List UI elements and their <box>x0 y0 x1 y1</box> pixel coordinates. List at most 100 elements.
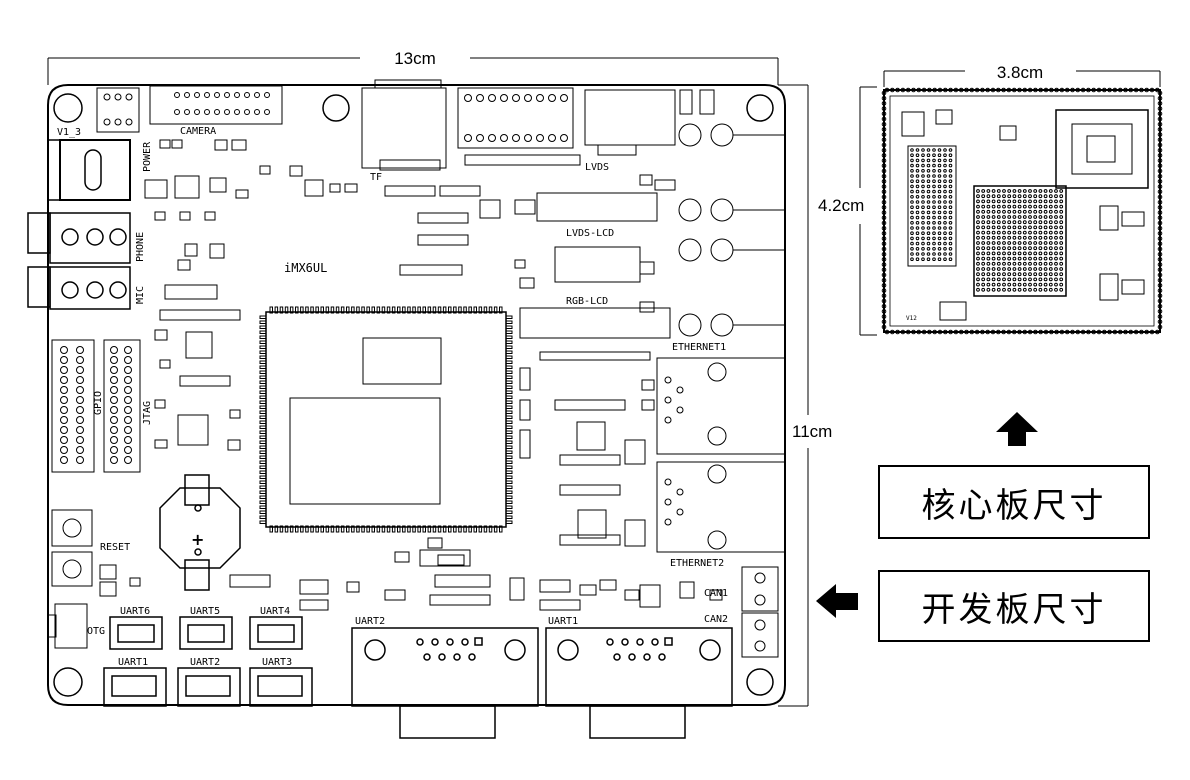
arrow-up-icon <box>996 412 1038 446</box>
smd-part <box>417 234 469 246</box>
smd-part <box>154 329 168 341</box>
can2-label: CAN2 <box>704 614 728 625</box>
tf-label: TF <box>370 172 382 183</box>
power-header <box>96 87 140 133</box>
smd-part <box>379 159 441 171</box>
core-width-label: 3.8cm <box>997 63 1043 82</box>
smd-components <box>99 89 723 611</box>
reset-label: RESET <box>100 542 130 553</box>
smd-part <box>174 175 200 199</box>
otg-label: OTG <box>87 626 105 637</box>
db9-uart2-label: UART2 <box>355 616 385 627</box>
smd-part <box>384 185 436 197</box>
smd-part <box>229 574 271 588</box>
smd-part <box>399 264 463 276</box>
smd-part <box>559 454 621 466</box>
ethernet1-magnetics <box>678 123 785 337</box>
smd-part <box>579 584 597 596</box>
smd-part <box>624 589 640 601</box>
smd-part <box>427 537 443 549</box>
smd-part <box>479 199 501 219</box>
uart-connectors <box>103 616 313 707</box>
phone-label: PHONE <box>135 232 146 262</box>
smd-part <box>519 367 531 391</box>
smd-part <box>654 179 676 191</box>
smd-part <box>159 139 171 149</box>
smd-part <box>519 277 535 289</box>
smd-part <box>519 429 531 459</box>
smd-part <box>394 551 410 563</box>
core-dimension-lines <box>859 70 1161 336</box>
uart5-label: UART5 <box>190 606 220 617</box>
mic-label: MIC <box>135 286 146 304</box>
db9-uart1-label: UART1 <box>548 616 578 627</box>
gpio-header <box>51 339 95 473</box>
smd-part <box>159 309 241 321</box>
mounting-holes <box>53 93 774 697</box>
rj45-jack-1 <box>656 357 786 455</box>
smd-part <box>539 579 571 593</box>
uart3-label: UART3 <box>262 657 292 668</box>
lvds-connector <box>584 89 676 156</box>
smd-part <box>539 599 581 611</box>
smd-part <box>179 375 231 387</box>
smd-part <box>624 519 646 547</box>
smd-part <box>154 439 168 449</box>
smd-part <box>554 399 626 411</box>
smd-part <box>159 359 171 369</box>
lvds-lcd-label: LVDS-LCD <box>566 228 614 239</box>
smd-part <box>99 581 117 597</box>
camera-connector <box>149 85 283 125</box>
smd-part <box>641 379 655 391</box>
mic-jack <box>27 266 131 310</box>
battery-plus-sign: + <box>191 530 204 549</box>
smd-part <box>599 579 617 591</box>
phone-jack <box>27 212 131 264</box>
smd-part <box>624 439 646 465</box>
smd-part <box>434 574 491 588</box>
smd-part <box>429 594 491 606</box>
rgb-lcd-label: RGB-LCD <box>566 296 608 307</box>
phy-chips <box>177 331 607 539</box>
smd-part <box>209 243 225 259</box>
cpu-label: iMX6UL <box>284 261 327 275</box>
smd-part <box>204 211 216 221</box>
v13-label: V1_3 <box>57 127 81 138</box>
uart2-label: UART2 <box>190 657 220 668</box>
arrow-left-icon <box>816 584 858 618</box>
tf-slot <box>361 79 447 169</box>
smd-part <box>509 577 525 601</box>
smd-part <box>679 89 693 115</box>
reset-button <box>51 509 93 587</box>
dev-board-outline <box>47 84 786 706</box>
smd-part <box>235 189 249 199</box>
smd-part <box>329 183 341 193</box>
smd-part <box>539 351 651 361</box>
rgb-lcd-connector <box>519 307 671 339</box>
smd-part <box>259 165 271 175</box>
smd-part <box>639 301 655 313</box>
smd-part <box>144 179 168 199</box>
smd-part <box>214 139 228 151</box>
jtag-header <box>103 339 141 473</box>
smd-part <box>384 589 406 601</box>
core-board <box>881 87 1163 335</box>
smd-part <box>179 211 191 221</box>
cpu-chip <box>259 306 513 533</box>
jtag-label: JTAG <box>142 401 153 425</box>
power-label: POWER <box>142 141 153 172</box>
smd-part <box>209 177 227 193</box>
smd-part <box>129 577 141 587</box>
smd-part <box>439 185 481 197</box>
rj45-jack-2 <box>656 461 786 553</box>
smd-part <box>419 549 471 567</box>
lvds-label: LVDS <box>585 162 609 173</box>
gpio-label: GPIO <box>93 391 104 415</box>
smd-part <box>639 174 653 186</box>
smd-part <box>641 399 655 411</box>
smd-part <box>559 534 621 546</box>
smd-part <box>231 139 247 151</box>
can-terminals <box>741 566 779 658</box>
smd-part <box>514 259 526 269</box>
